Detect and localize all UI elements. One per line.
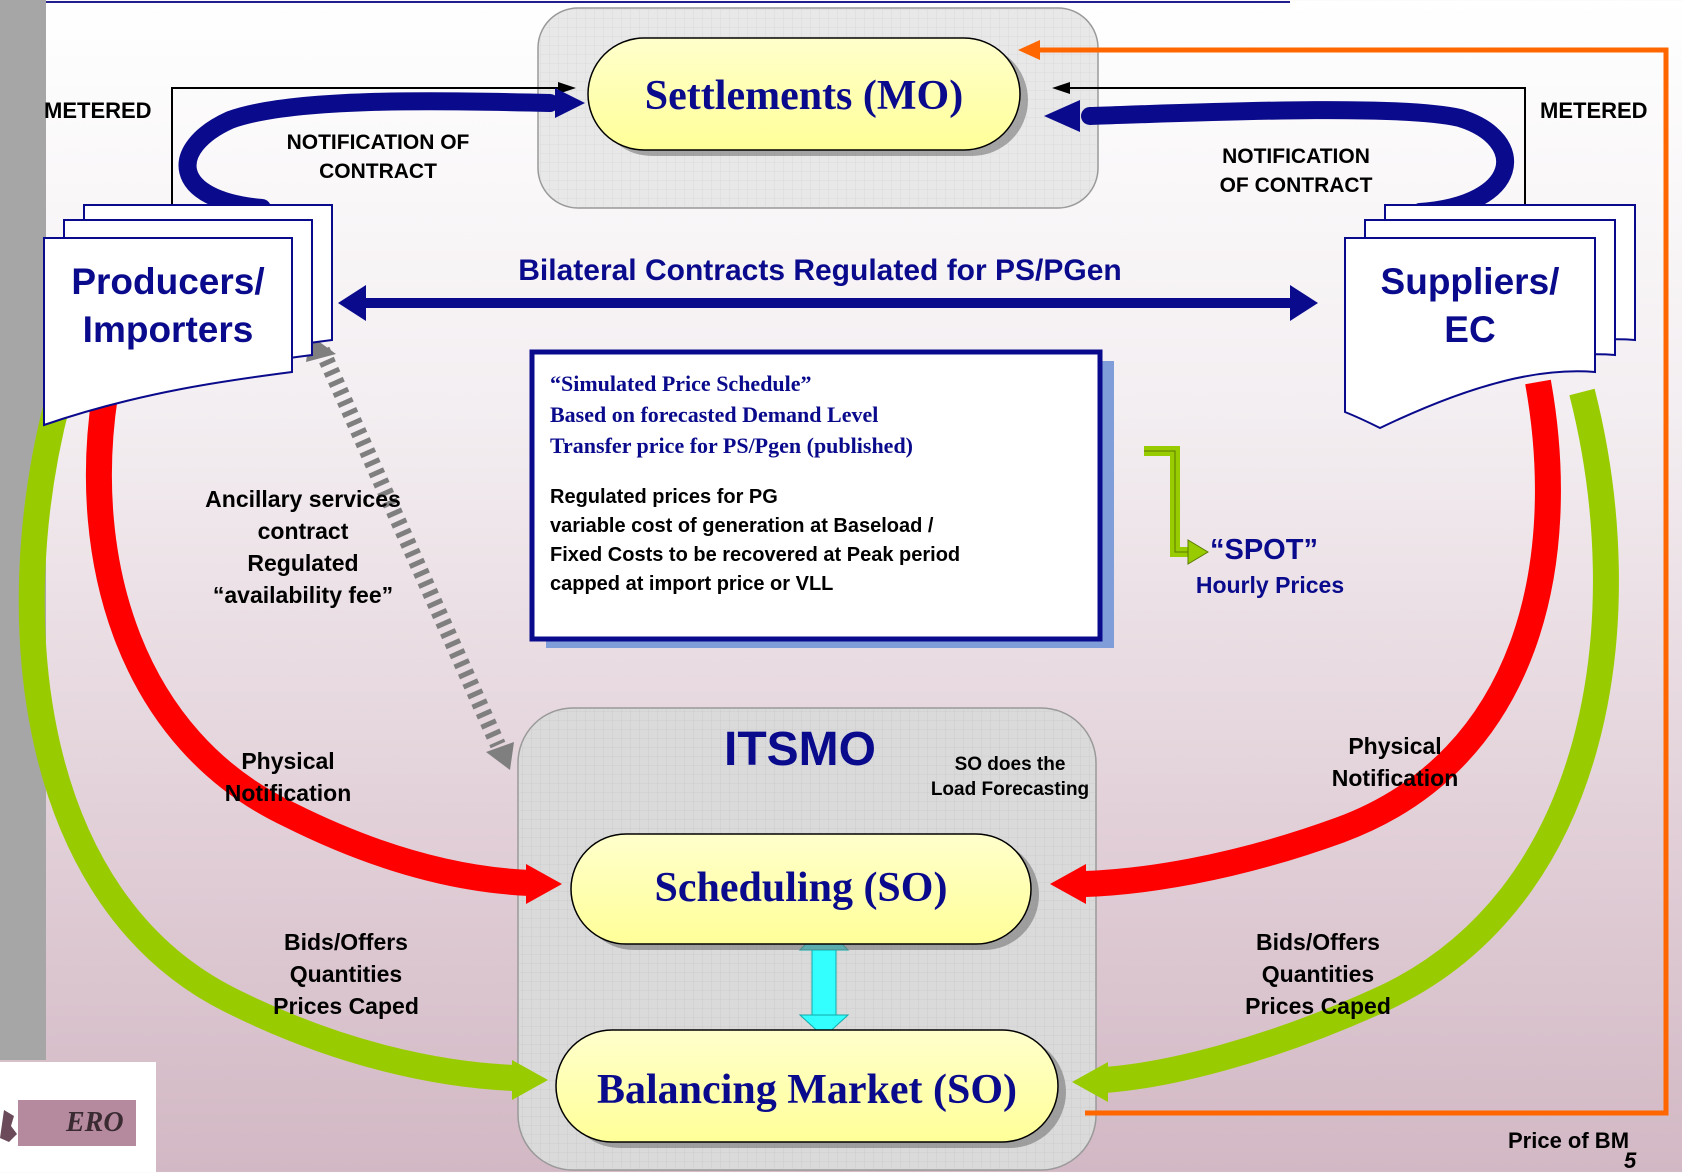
bids-offers-right-arrow	[1103, 388, 1619, 1093]
info-line-variable-cost: variable cost of generation at Baseload …	[550, 515, 934, 537]
physical-right-line1: Physical	[1348, 733, 1442, 759]
notification-contract-right-arrow	[1081, 101, 1515, 221]
suppliers-label-line2: EC	[1444, 309, 1496, 350]
info-box-content: “Simulated Price Schedule” Based on fore…	[550, 368, 1090, 599]
metered-right-label: METERED	[1540, 98, 1648, 123]
physical-notification-left-label: Physical Notification	[208, 745, 368, 809]
info-box	[529, 349, 1103, 642]
bids-right-line2: Quantities	[1261, 961, 1375, 987]
bids-right-line3: Prices Caped	[1245, 993, 1391, 1019]
so-load-forecasting-label: SO does the Load Forecasting	[920, 752, 1100, 802]
settlements-label: Settlements (MO)	[644, 73, 964, 119]
notification-contract-right-label: NOTIFICATION OF CONTRACT	[1196, 142, 1396, 200]
bids-left-line1: Bids/Offers	[284, 929, 408, 955]
producers-label-line1: Producers/	[71, 261, 265, 302]
bids-offers-left-label: Bids/Offers Quantities Prices Caped	[256, 926, 436, 1022]
metered-left-line	[171, 87, 560, 205]
notification-contract-right-line1: NOTIFICATION	[1222, 145, 1370, 168]
info-line-forecasted-demand: Based on forecasted Demand Level	[550, 402, 879, 427]
producers-label: Producers/ Importers	[44, 258, 292, 354]
notification-contract-right-line2: OF CONTRACT	[1219, 174, 1373, 197]
bids-left-line3: Prices Caped	[273, 993, 419, 1019]
ancillary-services-label: Ancillary services contract Regulated “a…	[178, 483, 428, 611]
metered-left-label: METERED	[44, 98, 152, 123]
ancillary-line2: contract	[257, 518, 349, 544]
notification-contract-left-arrow	[178, 92, 559, 217]
info-line-capped: capped at import price or VLL	[550, 573, 834, 595]
bids-right-line1: Bids/Offers	[1256, 929, 1380, 955]
physical-notification-right-label: Physical Notification	[1310, 730, 1480, 794]
bids-offers-left-arrow	[18, 396, 516, 1091]
info-line-regulated-prices: Regulated prices for PG	[550, 486, 778, 508]
spot-label: “SPOT”	[1210, 534, 1318, 566]
notification-contract-left-label: NOTIFICATION OF CONTRACT	[258, 128, 498, 186]
bids-offers-right-label: Bids/Offers Quantities Prices Caped	[1228, 926, 1408, 1022]
scheduling-label: Scheduling (SO)	[654, 865, 948, 911]
notification-contract-left-line1: NOTIFICATION OF	[286, 131, 470, 154]
price-of-bm-arrowhead	[1018, 40, 1040, 60]
physical-left-line1: Physical	[241, 748, 335, 774]
so-forecast-line1: SO does the	[954, 754, 1066, 775]
spot-bent-arrow	[1144, 446, 1190, 557]
producers-document-stack	[43, 204, 333, 427]
ancillary-line1: Ancillary services	[205, 486, 401, 512]
bilateral-contracts-label: Bilateral Contracts Regulated for PS/PGe…	[518, 254, 1122, 287]
settlements-oval	[587, 37, 1021, 151]
hourly-prices-label: Hourly Prices	[1195, 572, 1345, 598]
info-line-fixed-costs: Fixed Costs to be recovered at Peak peri…	[550, 544, 961, 566]
physical-notification-right-arrow	[1084, 379, 1561, 897]
ancillary-line4: “availability fee”	[212, 582, 394, 608]
metered-right-line	[1068, 87, 1526, 222]
balancing-oval	[555, 1029, 1059, 1143]
physical-notification-left-arrow	[85, 393, 531, 896]
producers-label-line2: Importers	[82, 309, 254, 350]
suppliers-document-stack	[1344, 204, 1636, 430]
info-line-transfer-price: Transfer price for PS/Pgen (published)	[550, 433, 913, 458]
info-box-black-lines: Regulated prices for PG variable cost of…	[550, 483, 1090, 599]
ero-logo-text: ERO	[66, 1107, 124, 1138]
info-box-blue-lines: “Simulated Price Schedule” Based on fore…	[550, 368, 1090, 461]
suppliers-label-line1: Suppliers/	[1380, 261, 1560, 302]
page-number: 5	[1624, 1148, 1637, 1173]
suppliers-label: Suppliers/ EC	[1345, 258, 1595, 354]
itsmo-label: ITSMO	[724, 723, 876, 776]
price-of-bm-line	[1036, 47, 1669, 1116]
info-line-simulated-price: “Simulated Price Schedule”	[550, 371, 812, 396]
so-forecast-line2: Load Forecasting	[930, 779, 1090, 800]
ero-logo	[18, 1100, 136, 1146]
scheduling-oval	[570, 833, 1032, 945]
scheduling-balancing-arrow	[811, 944, 837, 1023]
physical-right-line2: Notification	[1331, 765, 1459, 791]
ancillary-line3: Regulated	[247, 550, 359, 576]
emblem-icon	[0, 1110, 17, 1142]
price-of-bm-label: Price of BM	[1508, 1128, 1630, 1153]
notification-contract-left-line2: CONTRACT	[319, 160, 437, 183]
physical-left-line2: Notification	[224, 780, 352, 806]
balancing-label: Balancing Market (SO)	[597, 1067, 1017, 1113]
bids-left-line2: Quantities	[289, 961, 403, 987]
